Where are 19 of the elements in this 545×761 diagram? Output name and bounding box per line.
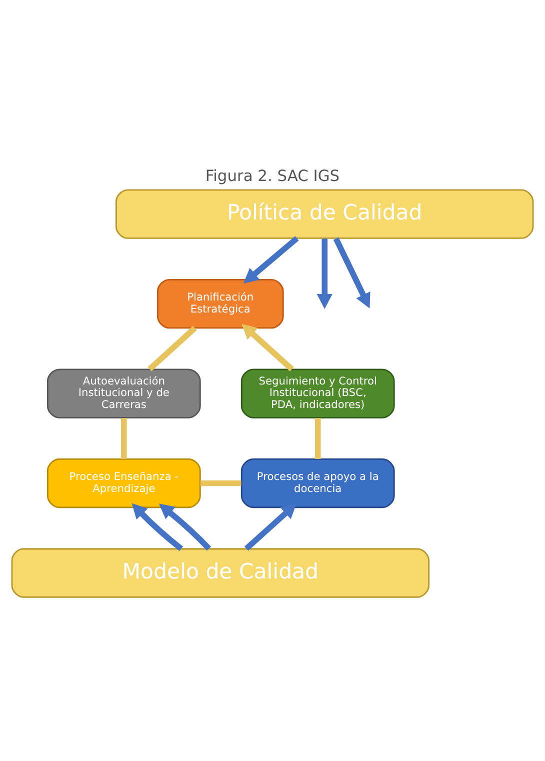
node-box: Modelo de Calidad (11, 548, 430, 598)
connector (148, 325, 197, 371)
arrow (333, 236, 370, 308)
arrow (243, 236, 299, 283)
arrow (244, 502, 297, 550)
node-box: Procesos de apoyo a la docencia (240, 458, 395, 508)
connector (121, 418, 127, 459)
connector (314, 418, 321, 459)
node-box: Seguimiento y Control Institucional (BSC, PDA, indicadores) (240, 368, 395, 418)
node-box: Política de Calidad (115, 188, 534, 238)
arrow (242, 323, 294, 371)
connector (200, 480, 242, 486)
caption: Figura 2. SAC IGS (205, 166, 340, 185)
arrow (132, 502, 183, 551)
arrow (316, 238, 332, 308)
node-box: Planificación Estratégica (156, 278, 284, 328)
arrow (158, 503, 212, 550)
node-box: Proceso Enseñanza - Aprendizaje (46, 458, 201, 508)
node-box: Autoevaluación Institucional y de Carreras (46, 368, 201, 418)
